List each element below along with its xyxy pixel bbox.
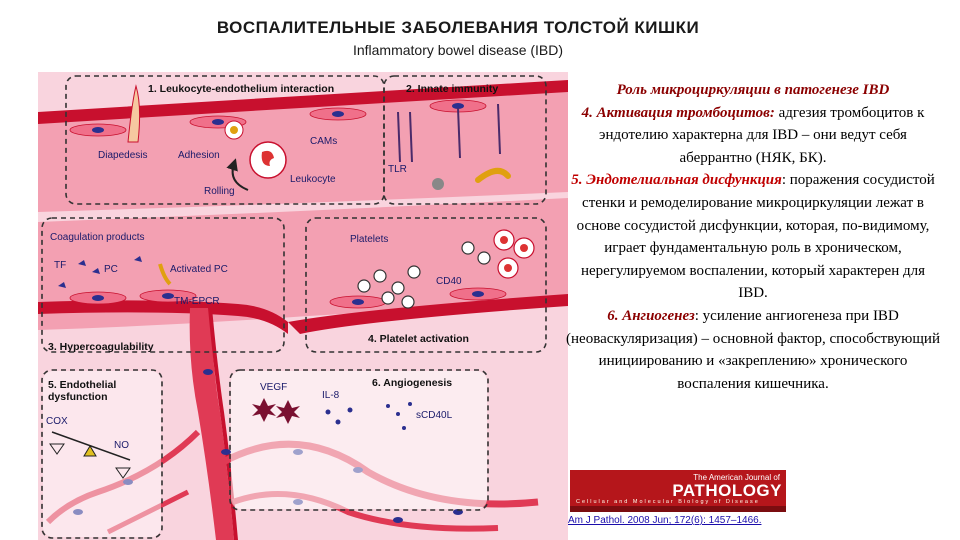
section-5-body: : поражения сосудистой стенки и ремодели… [576,172,935,302]
label-adhesion: Adhesion [178,150,220,161]
page-subtitle: Inflammatory bowel disease (IBD) [352,42,564,58]
section-4-body: адгезия тромбоцитов к эндотелию характер… [599,104,925,166]
microcirculation-figure: 1. Leukocyte-endothelium interaction 2. … [38,72,568,540]
journal-top: The American Journal of [693,473,780,482]
journal-subtitle: Cellular and Molecular Biology of Diseas… [576,499,760,505]
panel-5-title-line2: dysfunction [48,391,108,403]
label-no: NO [114,440,129,451]
page-title: ВОСПАЛИТЕЛЬНЫЕ ЗАБОЛЕВАНИЯ ТОЛСТОЙ КИШКИ [216,18,700,37]
label-coagulation: Coagulation products [50,232,145,243]
label-il8: IL-8 [322,390,340,401]
section-4-title: 4. Активация тромбоцитов: [581,104,775,121]
journal-bar [570,506,786,512]
journal-logo: The American Journal of PATHOLOGY Cellul… [570,470,786,512]
section-5-title: 5. Эндотелиальная дисфункция [571,172,782,189]
tlr-receptors [397,103,501,163]
section-6-body: : усиление ангиогенеза при IBD (неоваску… [566,307,940,392]
panel-1-title: 1. Leukocyte-endothelium interaction [148,83,334,95]
label-platelets: Platelets [350,234,388,245]
label-activated-pc: Activated PC [170,264,228,275]
citation-link[interactable]: Am J Pathol. 2008 Jun; 172(6): 1457–1466… [568,515,762,526]
label-cams: CAMs [310,136,337,147]
section-6-title: 6. Ангиогенез [607,307,695,324]
panel-6-title: 6. Angiogenesis [372,377,452,389]
label-diapedesis: Diapedesis [98,150,147,161]
description-text: Роль микроциркуляции в патогенезе IBD 4.… [566,79,940,395]
label-tlr: TLR [388,164,407,175]
label-rolling: Rolling [204,186,235,197]
panel-5-title-line1: 5. Endothelial [48,379,116,391]
leukocyte-icon [224,120,287,179]
panel-4-title: 4. Platelet activation [368,333,469,345]
label-vegf: VEGF [260,382,287,393]
journal-name: PATHOLOGY [672,481,782,500]
text-heading: Роль микроциркуляции в патогенезе IBD [616,82,890,98]
label-tf: TF [54,260,66,271]
platelet-icons [357,241,491,309]
panel-2-title: 2. Innate immunity [406,83,498,95]
label-pc: PC [104,264,118,275]
label-cox: COX [46,416,68,427]
label-tm-epcr: TM-EPCR [174,296,220,307]
panel-3-title: 3. Hypercoagulability [48,341,154,353]
label-scd40l: sCD40L [416,410,453,421]
label-cd40: CD40 [436,276,462,287]
label-leukocyte: Leukocyte [290,174,336,185]
